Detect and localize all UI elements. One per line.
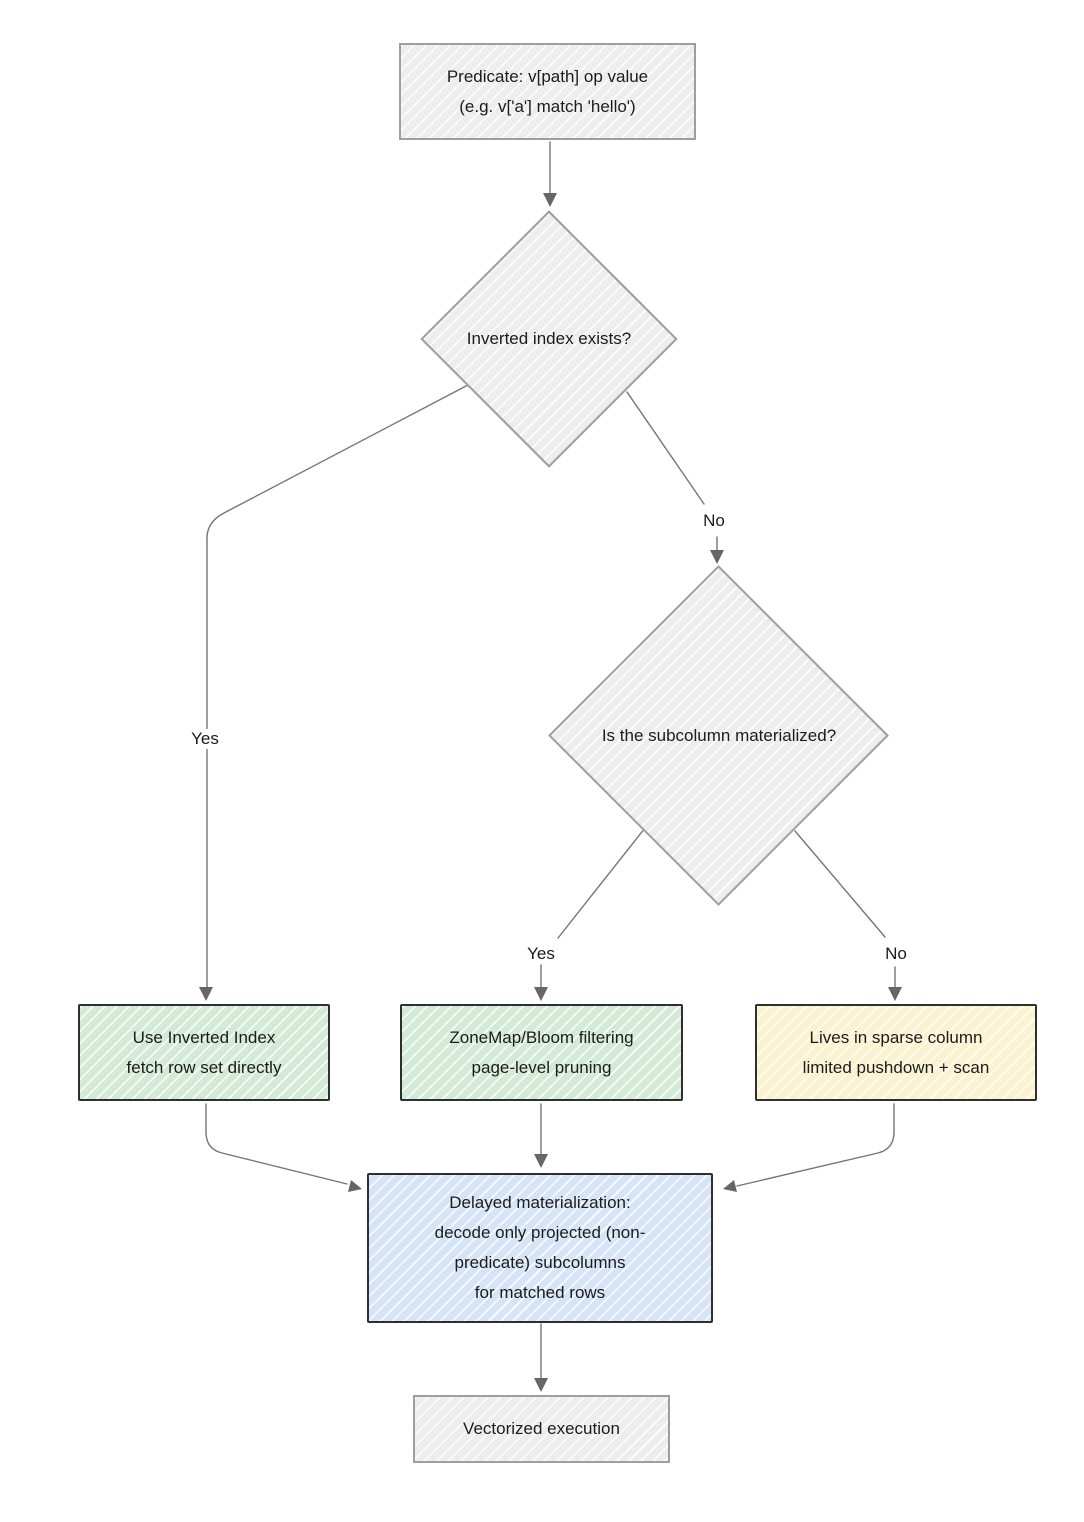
decision-inverted-index-exists-label: Inverted index exists? [466,329,632,348]
edge-decision1-yes [206,384,469,989]
arrowhead-decision1 [543,193,557,207]
decision-subcolumn-materialized-label: Is the subcolumn materialized? [601,726,837,745]
node-delayed-materialization-label: Delayed materialization: decode only pro… [434,1193,646,1302]
arrowhead-vectorized [534,1378,548,1392]
node-zonemap-bloom-filtering-label: ZoneMap/Bloom filtering page-level pruni… [449,1027,634,1077]
arrowhead-delayed-top [534,1154,548,1168]
node-use-inverted-index-label: Use Inverted Index fetch row set directl… [126,1027,282,1077]
node-vectorized-execution: Vectorized execution [413,1395,670,1463]
node-sparse-column-label: Lives in sparse column limited pushdown … [802,1027,990,1077]
arrowhead-sparse [888,987,902,1001]
arrowhead-delayed-right [723,1180,737,1192]
edge-decision2-no-a [794,830,886,938]
edge-label-materialized-yes: Yes [524,944,558,964]
node-predicate-label: Predicate: v[path] op value (e.g. v['a']… [446,66,649,116]
edge-label-inverted-no: No [700,511,728,531]
arrowhead-delayed-left [348,1180,362,1192]
edge-label-inverted-yes: Yes [188,729,222,749]
node-sparse-column: Lives in sparse column limited pushdown … [755,1004,1037,1101]
arrowhead-decision2 [710,550,724,564]
edge-decision1-no-a [626,391,705,505]
edge-sparse-to-delayed [736,1103,895,1187]
node-zonemap-bloom-filtering: ZoneMap/Bloom filtering page-level pruni… [400,1004,683,1101]
node-predicate: Predicate: v[path] op value (e.g. v['a']… [399,43,696,140]
edge-label-materialized-no: No [882,944,910,964]
node-vectorized-execution-label: Vectorized execution [463,1419,620,1438]
arrowhead-inverted-index [199,987,213,1001]
edge-inverted-to-delayed [205,1103,348,1185]
edge-decision2-yes-a [557,827,646,939]
node-delayed-materialization: Delayed materialization: decode only pro… [367,1173,713,1323]
arrowhead-zonemap [534,987,548,1001]
node-use-inverted-index: Use Inverted Index fetch row set directl… [78,1004,330,1101]
